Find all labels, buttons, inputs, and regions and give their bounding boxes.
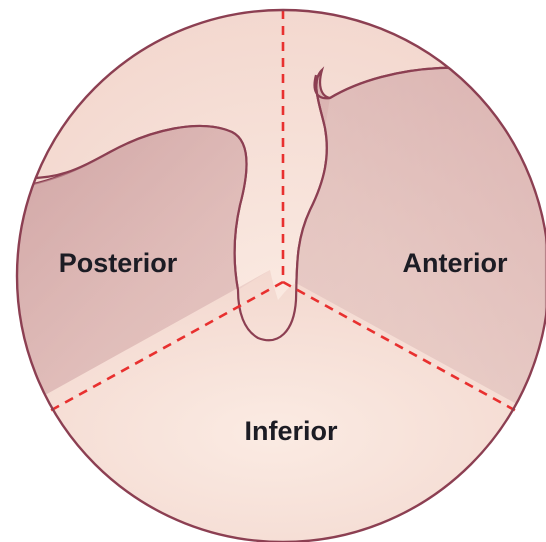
label-inferior: Inferior (244, 416, 338, 446)
label-anterior: Anterior (402, 248, 508, 278)
label-posterior: Posterior (59, 248, 178, 278)
